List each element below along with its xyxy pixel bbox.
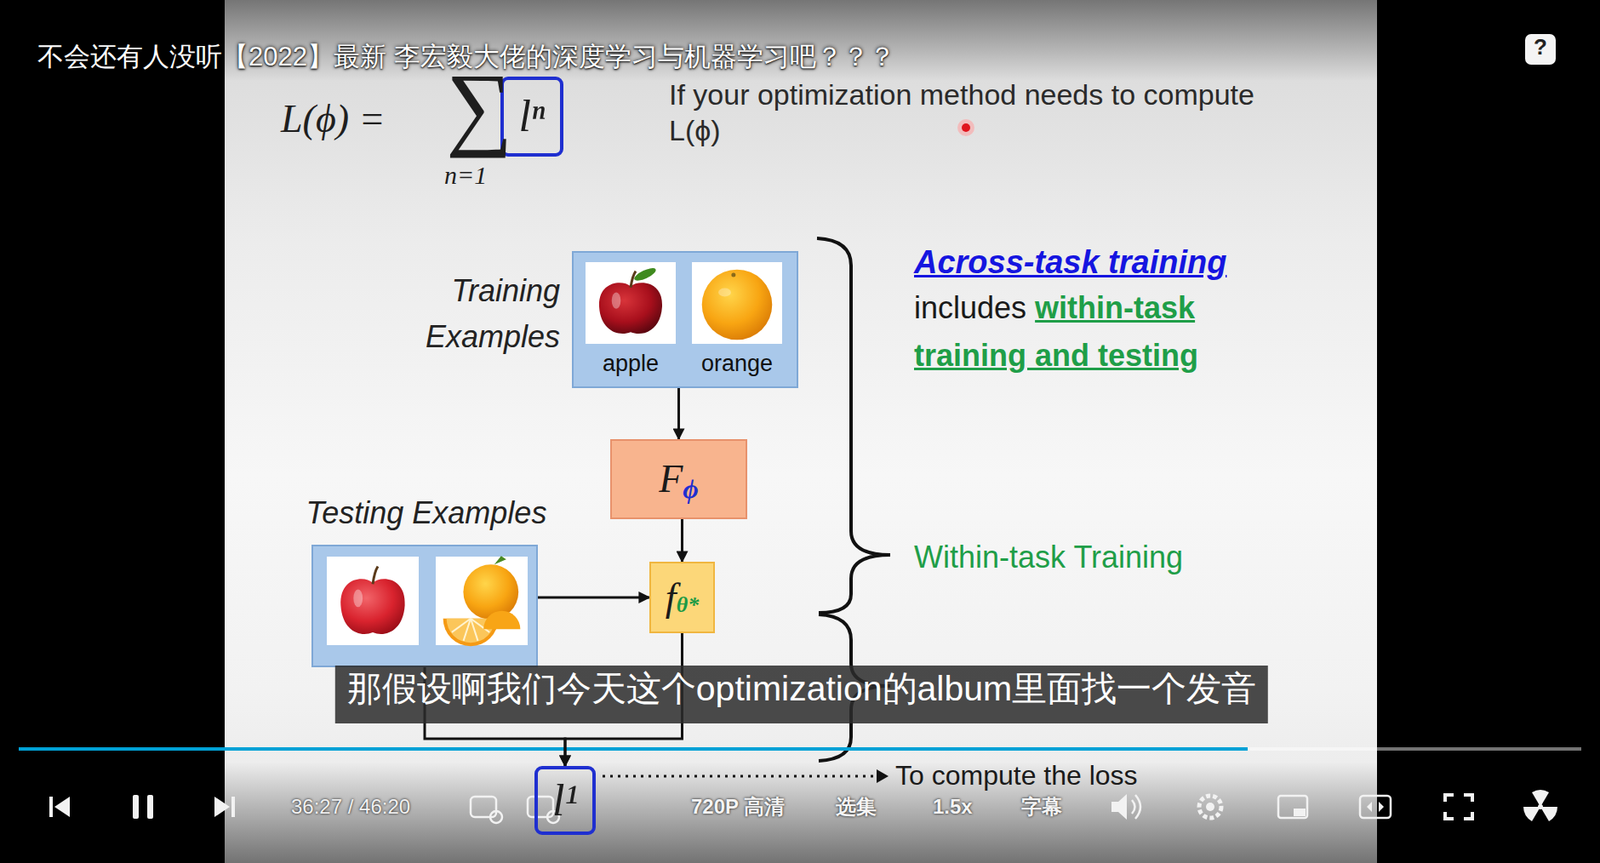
apple-leaf: [632, 265, 658, 283]
connector-arrow: [537, 596, 650, 600]
loss-symbol: l¹: [552, 778, 578, 823]
text-block: includeswithin-task training and testing: [914, 284, 1255, 380]
learned-model-box: fθ*: [649, 561, 715, 634]
speed-button: 1.5x: [932, 794, 973, 819]
apple-stem: [372, 565, 378, 584]
loss-symbol: lⁿ: [519, 94, 546, 139]
time-display: 36:27 / 46:20: [291, 794, 411, 819]
apple-picture: [340, 578, 405, 635]
picture-ground: [326, 556, 419, 646]
player-icons: [49, 789, 1558, 823]
slide-note: If your optimization method needs to com…: [668, 76, 1265, 149]
function-subscript: ϕ: [682, 474, 699, 503]
slide-text: Within-task Training: [914, 537, 1183, 578]
testing-examples-box: Testing Examples: [311, 544, 538, 668]
slide-text: includes: [914, 290, 1027, 326]
bracket: [817, 238, 891, 613]
apple-shine: [611, 292, 622, 309]
orange-stem: [731, 272, 736, 277]
class-label: orange: [691, 348, 783, 378]
bracket: [818, 614, 891, 761]
function-symbol: F: [658, 459, 683, 499]
function-subscript: θ*: [676, 594, 700, 617]
slide-heading: Across-task training: [914, 241, 1227, 283]
apple-picture: [599, 282, 663, 334]
subtitle-button: 字幕: [1021, 794, 1063, 819]
class-label: apple: [585, 348, 676, 378]
orange-shine: [718, 288, 732, 298]
arrowhead: [876, 769, 889, 783]
connector-arrow: [424, 667, 566, 766]
apple-shine: [353, 588, 363, 607]
learning-algorithm-box: Fϕ: [610, 439, 748, 520]
sum-index: n=1: [444, 160, 487, 191]
slide-text: To compute the loss: [895, 759, 1138, 792]
fruit-picture: [313, 546, 537, 666]
example-heading: Training Examples: [389, 268, 560, 360]
laser-pointer: [961, 123, 971, 132]
orange-picture: [702, 269, 773, 341]
orange-picture: [462, 564, 519, 620]
episodes-button: 选集: [835, 794, 877, 819]
loss-term-box: l¹: [534, 765, 596, 835]
picture-ground: [585, 262, 676, 344]
example-heading: Testing Examples: [287, 490, 566, 537]
connector-arrow: [680, 519, 684, 562]
orange-segment: [451, 618, 471, 633]
video-title: 不会还有人没听【2022】最新 李宏毅大佬的深度学习与机器学习吧？？？: [37, 39, 896, 75]
subtitle: 那假设啊我们今天这个optimization的album里面找一个发音: [335, 665, 1269, 724]
connector-arrow: [677, 388, 680, 440]
dotted-leader: [602, 775, 877, 778]
orange-leaf: [494, 555, 507, 565]
slide-background: [224, 0, 1378, 863]
laser-pointer: [957, 119, 975, 137]
picture-ground: [691, 262, 783, 344]
help-icon: ?: [1525, 34, 1556, 65]
formula: L(ϕ) =: [280, 95, 386, 143]
function-symbol: f: [665, 577, 677, 618]
progress-track: [18, 747, 1582, 751]
orange-slice: [483, 611, 520, 630]
connector-arrow: [565, 633, 683, 766]
training-examples-box: Training Examplesappleorange: [571, 251, 799, 389]
loss-term-box: lⁿ: [500, 76, 564, 157]
progress-played: [18, 747, 1248, 751]
quality-button: 720P 高清: [691, 794, 785, 819]
orange-segment: [470, 618, 478, 641]
top-shade: [0, 0, 1600, 81]
